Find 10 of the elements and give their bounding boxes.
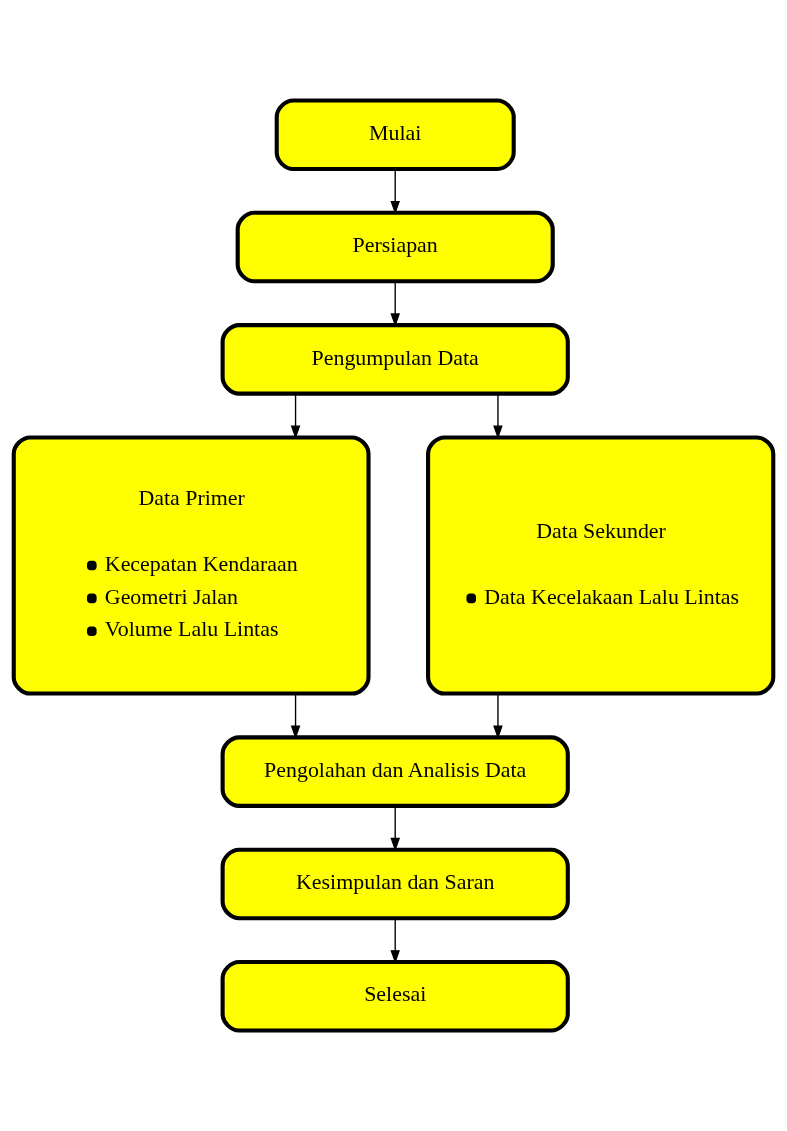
node-box: Selesai <box>220 959 570 1033</box>
node-box: Pengolahan dan Analisis Data <box>220 735 570 808</box>
arrow <box>390 805 400 852</box>
arrow <box>390 168 400 215</box>
node-box: Mulai <box>274 98 516 172</box>
node-box: Persiapan <box>235 210 555 284</box>
node-box: Data Sekunder Data Kecelakaan Lalu Lintas <box>426 435 776 696</box>
node-box: Kesimpulan dan Saran <box>220 847 570 921</box>
node-box: Pengumpulan Data <box>220 323 570 396</box>
node-box: Data Primer Kecepatan Kendaraan Geometri Jalan Volume Lalu Lintas <box>11 435 371 696</box>
